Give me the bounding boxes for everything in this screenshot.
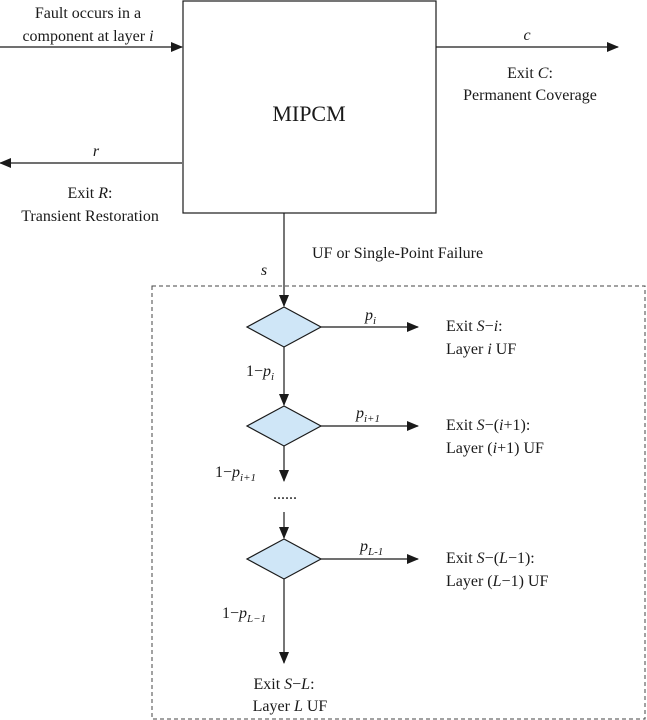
decision-2-exit-layer: Layer (i+1) UF: [446, 440, 544, 457]
decision-1-edge-label: pi: [364, 307, 376, 327]
exit-r-title: Exit R:: [68, 185, 113, 202]
decision-1-down-label: 1−pi: [246, 363, 274, 383]
exit-r-edge-label: r: [93, 143, 100, 160]
decision-3-exit-layer: Layer (L−1) UF: [446, 573, 548, 590]
exit-r-description: Transient Restoration: [21, 208, 159, 225]
input-label-line2: component at layer i: [22, 28, 153, 45]
decision-3-edge-label: pL-1: [359, 538, 383, 558]
ellipsis: ......: [273, 486, 297, 503]
decision-2-down-label: 1−pi+1: [215, 464, 256, 484]
decision-1-diamond: [245, 306, 323, 348]
decision-1-exit-layer: Layer i UF: [446, 341, 516, 358]
input-label-line1: Fault occurs in a: [35, 5, 141, 22]
final-exit-layer: Layer L UF: [253, 698, 328, 715]
mipcm-box: [182, 0, 437, 214]
decision-3-exit-title: Exit S−(L−1):: [446, 550, 535, 567]
exit-s-edge-label: s: [261, 262, 267, 279]
decision-1-exit-title: Exit S−i:: [446, 318, 503, 335]
decision-2-exit-title: Exit S−(i+1):: [446, 417, 530, 434]
exit-c-edge-label: c: [523, 27, 530, 44]
decision-3-down-label: 1−pL−1: [222, 605, 266, 625]
uf-region-boundary: [151, 285, 646, 720]
final-exit-title: Exit S−L:: [253, 676, 314, 693]
decision-3-diamond: [245, 538, 323, 580]
exit-c-description: Permanent Coverage: [463, 87, 597, 104]
decision-2-diamond: [245, 405, 323, 447]
exit-c-title: Exit C:: [507, 65, 553, 82]
exit-s-description: UF or Single-Point Failure: [312, 245, 483, 262]
mipcm-label: MIPCM: [272, 101, 345, 126]
decision-2-edge-label: pi+1: [355, 405, 380, 425]
